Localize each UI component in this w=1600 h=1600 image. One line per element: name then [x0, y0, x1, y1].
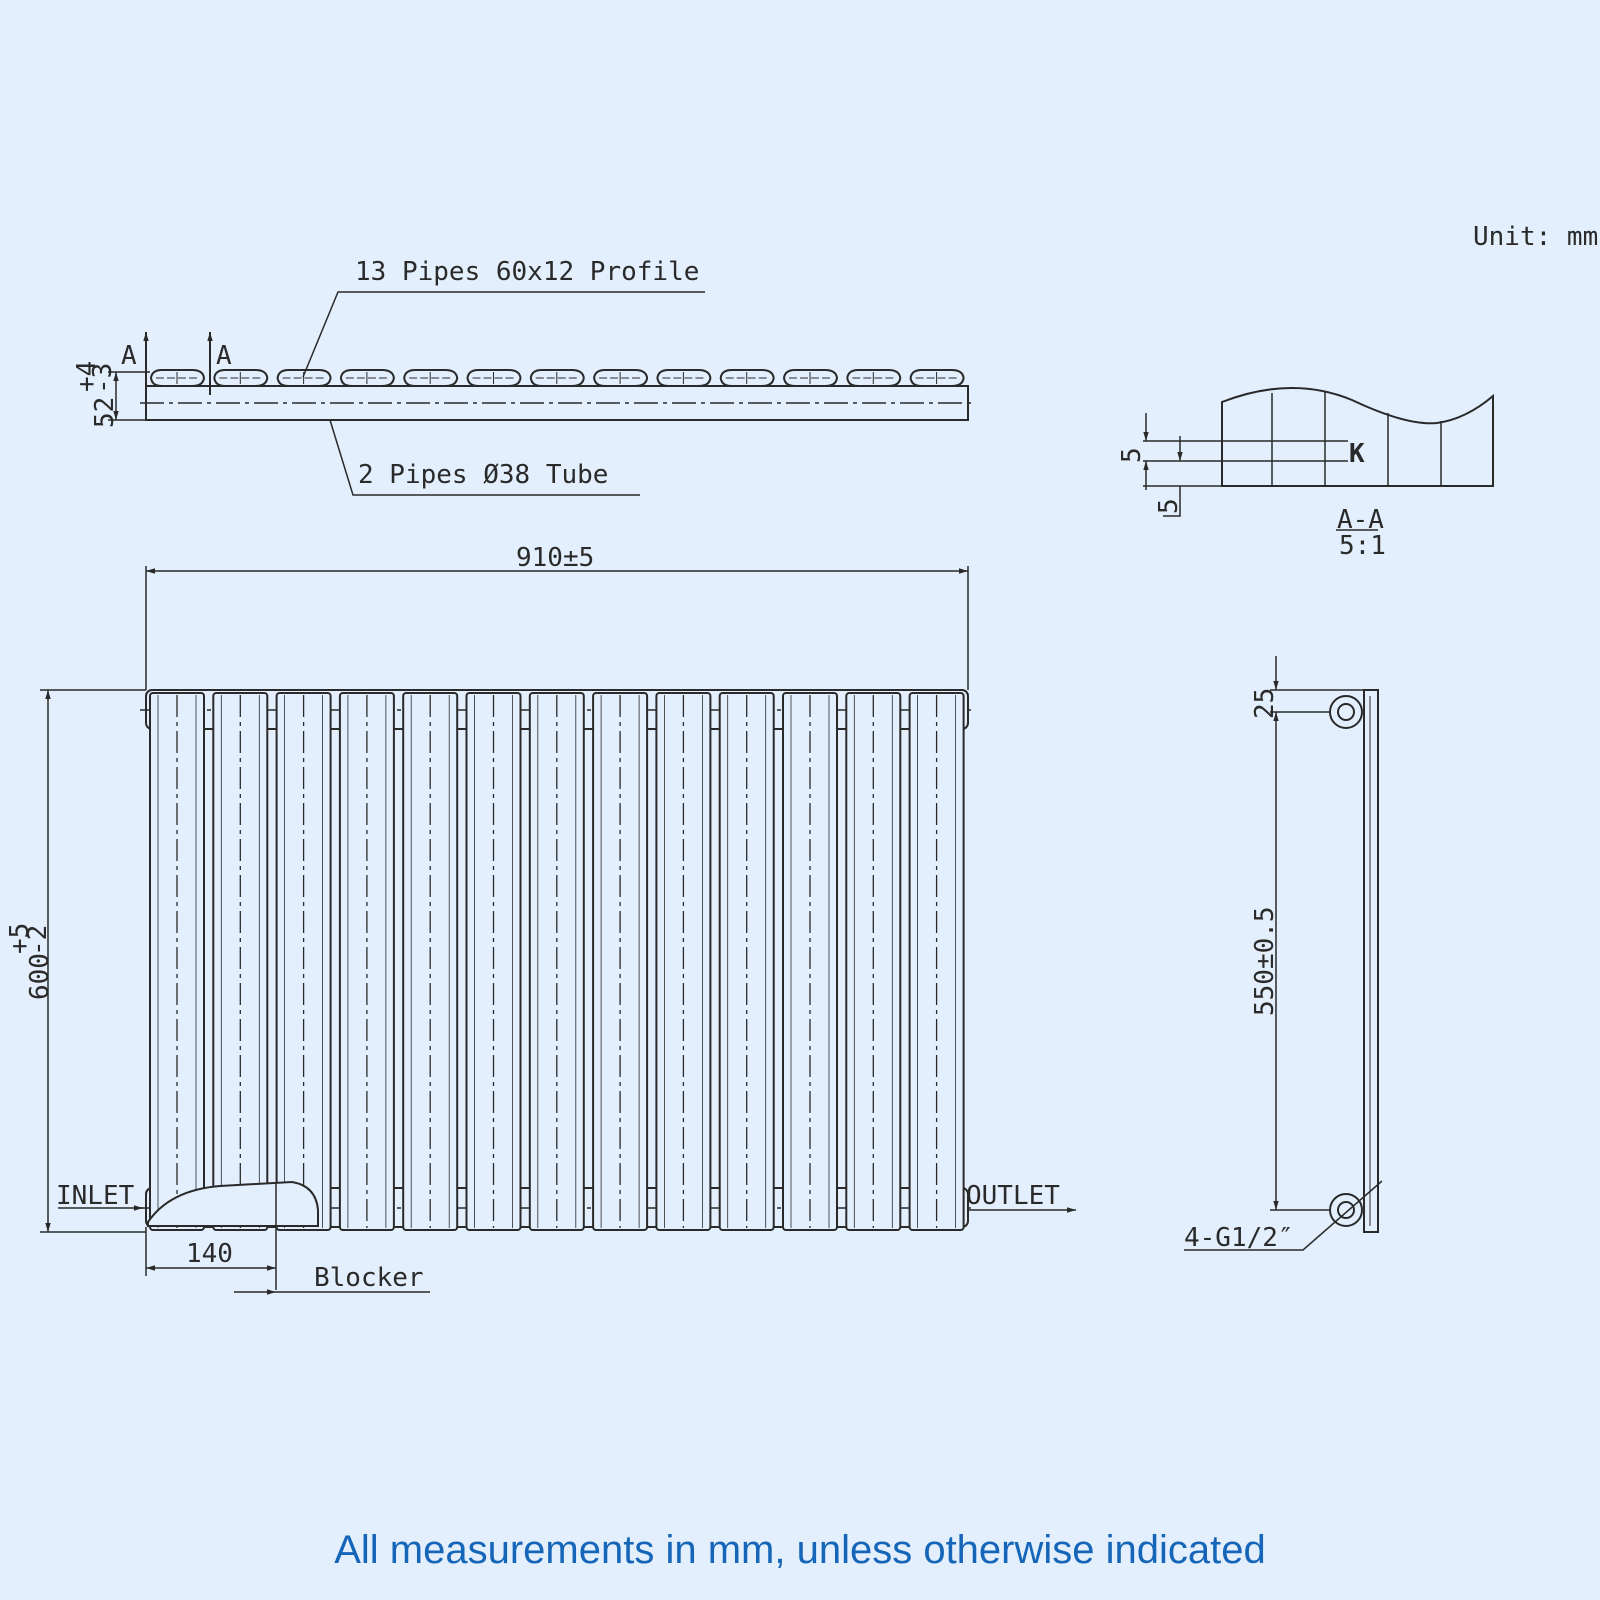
radiator-column: [212, 692, 269, 1231]
side-view: [1184, 656, 1383, 1251]
radiator-column: [149, 692, 205, 1231]
radiator-column: [782, 692, 838, 1231]
top-connection-inner: [1337, 703, 1355, 721]
radiator-column: [465, 692, 522, 1231]
top-height-tol-lower: -3: [88, 363, 118, 394]
radiator-column: [908, 692, 965, 1231]
front-view: [40, 566, 1076, 1295]
profile-section: [593, 369, 649, 387]
top-height-tol-upper: +4: [72, 361, 102, 392]
profile-section: [213, 369, 269, 387]
profile-section: [782, 369, 839, 387]
centers-dim: 550±0.5: [1250, 906, 1280, 1016]
front-height-tol-lower: -2: [23, 925, 53, 956]
front-height-dim: 600: [25, 953, 55, 1000]
blocker-offset-dim: 140: [186, 1239, 233, 1269]
column-row: [149, 692, 965, 1231]
profile-leader: [302, 291, 705, 378]
radiator-column: [592, 692, 649, 1231]
profile-section: [529, 369, 585, 387]
section-mark-right: A: [216, 341, 232, 371]
profile-section: [339, 369, 395, 387]
outlet-label: OUTLET: [966, 1181, 1060, 1211]
tube-leader: [329, 419, 640, 496]
front-height-tol-upper: +5: [5, 923, 35, 954]
radiator-column: [275, 692, 332, 1231]
top-view: [108, 291, 972, 496]
width-dim: 910±5: [516, 543, 594, 573]
tube-label: 2 Pipes Ø38 Tube: [358, 460, 608, 490]
footnote: All measurements in mm, unless otherwise…: [334, 1528, 1266, 1572]
top-height-dim: 52: [90, 397, 120, 428]
unit-label: Unit: mm: [1473, 222, 1598, 252]
radiator-column: [845, 692, 902, 1231]
blocker-label: Blocker: [314, 1263, 424, 1293]
side-profile: [1363, 689, 1379, 1233]
section-mark-left: A: [121, 341, 137, 371]
top-offset-dim: 25: [1250, 688, 1280, 719]
profile-section: [656, 369, 712, 387]
profile-section: [466, 369, 522, 387]
profile-section: [719, 369, 775, 387]
radiator-column: [655, 692, 712, 1231]
section-mark-k: K: [1349, 439, 1365, 469]
radiator-column: [402, 692, 459, 1231]
section-title: A-A: [1337, 505, 1384, 535]
radiator-column: [528, 692, 585, 1231]
inlet-label: INLET: [56, 1181, 135, 1211]
connection-leader: [1184, 1180, 1383, 1251]
section-dim-bottom-label: 5: [1154, 498, 1184, 514]
profile-label: 13 Pipes 60x12 Profile: [355, 257, 699, 287]
connection-label: 4-G1/2″: [1184, 1223, 1294, 1253]
top-connection-outer: [1329, 695, 1363, 729]
bottom-connection-outer: [1329, 1193, 1363, 1227]
section-scale: 5:1: [1339, 531, 1386, 561]
profile-section: [909, 369, 965, 387]
profile-row: [149, 369, 965, 387]
profile-section: [149, 369, 206, 387]
radiator-column: [338, 692, 395, 1231]
radiator-column: [718, 692, 775, 1231]
profile-section: [403, 369, 459, 387]
bottom-connection-inner: [1337, 1201, 1355, 1219]
section-outline: [1221, 387, 1494, 487]
section-dim-top-label: 5: [1117, 447, 1147, 463]
section-view: [1143, 387, 1494, 531]
profile-section: [846, 369, 902, 387]
